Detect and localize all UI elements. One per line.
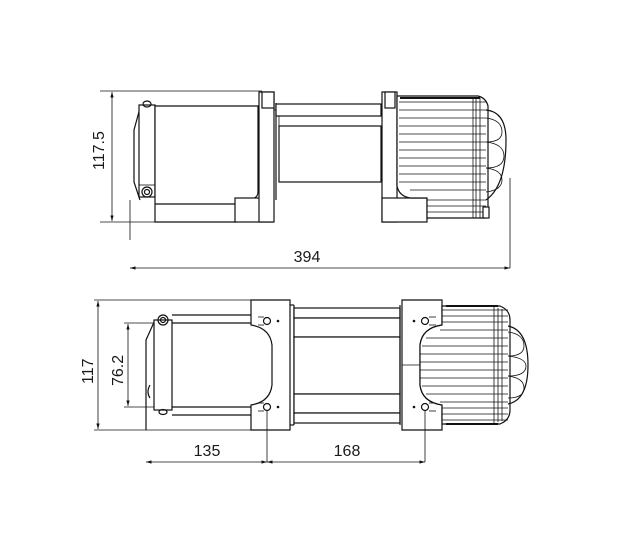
side-clutch-end [129,100,156,240]
dim-height-label: 117.5 [91,131,108,170]
top-motor-housing [419,305,529,425]
mount-hole-icon [262,316,272,326]
dim-bolt-spacing-label: 76.2 [110,355,127,386]
side-right-end-plate [381,91,428,223]
dim-overall-length-label: 394 [294,249,321,266]
dim-mount-spacing-label: 168 [334,443,361,460]
side-view: 117.5 [91,90,511,270]
top-view: 117 76.2 [80,299,529,464]
top-drum [293,307,401,424]
top-left-end-plate [250,299,295,462]
dim-end-to-mount-label: 135 [194,443,221,460]
mount-hole-icon [420,316,430,326]
mount-hole-icon [262,402,272,412]
side-drum [275,103,382,183]
side-motor-housing [396,95,511,268]
mount-hole-icon [420,402,430,412]
top-clutch-end [145,314,173,430]
dim-overall-width-label: 117 [80,358,97,384]
side-left-end-plate [258,91,277,223]
